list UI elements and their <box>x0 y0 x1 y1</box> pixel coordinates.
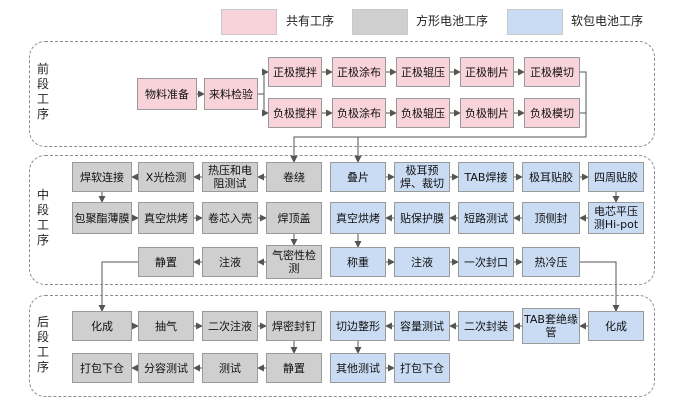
step-vacuum-bake-square: 真空烘烤 <box>138 202 194 234</box>
step-pe-film: 包聚酯薄膜 <box>72 202 132 234</box>
step-formation-pouch: 化成 <box>588 311 644 341</box>
section-back <box>29 295 655 397</box>
legend-label-common: 共有工序 <box>286 14 335 28</box>
step-formation-square: 化成 <box>72 311 132 341</box>
section-back-label: 后段工序 <box>37 315 50 374</box>
step-hot-press: 热压和电阻测试 <box>202 162 258 192</box>
step-pos-rolling: 正极辊压 <box>396 57 450 87</box>
step-top-side-seal: 顶侧封 <box>522 202 580 234</box>
step-tab-taping: 极耳贴胶 <box>522 162 580 192</box>
step-edge-shaping: 切边整形 <box>330 311 386 341</box>
step-stacking: 叠片 <box>330 162 386 192</box>
section-middle <box>29 155 655 285</box>
step-pack-out-pouch: 打包下仓 <box>394 353 450 383</box>
step-injection-pouch: 注液 <box>394 247 450 277</box>
flow-arrow <box>98 261 138 312</box>
step-injection-square: 注液 <box>202 247 258 277</box>
step-pos-coating: 正极涂布 <box>332 57 386 87</box>
step-protect-film: 贴保护膜 <box>394 202 450 234</box>
flow-arrow <box>580 261 620 312</box>
legend-swatch-square <box>352 9 408 35</box>
step-neg-slitting: 负极制片 <box>460 98 514 128</box>
step-neg-rolling: 负极辊压 <box>396 98 450 128</box>
step-xray: X光检测 <box>138 162 194 192</box>
legend-swatch-pouch <box>507 9 563 35</box>
step-tab-insulation: TAB套绝缘管 <box>522 308 580 344</box>
step-tab-welding: TAB焊接 <box>458 162 514 192</box>
step-tab-weld-cut: 极耳预焊、裁切 <box>394 162 450 192</box>
flow-arrow <box>262 94 269 117</box>
step-second-seal: 二次封装 <box>458 311 514 341</box>
step-capacity-test: 容量测试 <box>394 311 450 341</box>
step-hipot: 电芯平压测Hi-pot <box>588 202 644 234</box>
section-front-label: 前段工序 <box>37 62 50 121</box>
legend-label-square: 方形电池工序 <box>416 14 489 28</box>
step-evacuate: 抽气 <box>138 311 194 341</box>
step-hot-cold-press: 热冷压 <box>522 247 580 277</box>
step-first-seal: 一次封口 <box>458 247 514 277</box>
step-standing-square: 静置 <box>138 247 194 277</box>
step-other-test: 其他测试 <box>330 353 386 383</box>
step-side-taping: 四周贴胶 <box>588 162 644 192</box>
step-second-injection: 二次注液 <box>202 311 258 341</box>
step-neg-coating: 负极涂布 <box>332 98 386 128</box>
step-neg-mixing: 负极搅拌 <box>268 98 322 128</box>
step-winding: 卷绕 <box>266 162 322 192</box>
step-grading-test: 分容测试 <box>138 353 194 383</box>
flow-arrow <box>290 71 587 163</box>
section-front <box>29 41 655 147</box>
step-weld-seal-nail: 焊密封钉 <box>266 311 322 341</box>
section-middle-label: 中段工序 <box>37 188 50 247</box>
step-pos-slitting: 正极制片 <box>460 57 514 87</box>
step-pack-out-square: 打包下仓 <box>72 353 132 383</box>
step-core-insert: 卷芯入壳 <box>202 202 258 234</box>
step-incoming-inspection: 来料检验 <box>204 78 258 110</box>
step-pos-mixing: 正极搅拌 <box>268 57 322 87</box>
step-weighing: 称重 <box>330 247 386 277</box>
step-standing-final: 静置 <box>266 353 322 383</box>
legend-label-pouch: 软包电池工序 <box>571 14 644 28</box>
legend-swatch-common <box>221 9 277 35</box>
step-welding-soft: 焊软连接 <box>72 162 132 192</box>
step-neg-die-cut: 负极模切 <box>524 98 580 128</box>
step-vacuum-bake-pouch: 真空烘烤 <box>330 202 386 234</box>
step-material-prep: 物料准备 <box>137 78 197 110</box>
step-pos-die-cut: 正极模切 <box>524 57 580 87</box>
step-top-cover-weld: 焊顶盖 <box>266 202 322 234</box>
flow-arrow <box>258 68 269 95</box>
step-short-test: 短路测试 <box>458 202 514 234</box>
step-air-tight: 气密性检测 <box>266 245 322 279</box>
step-test: 测试 <box>202 353 258 383</box>
